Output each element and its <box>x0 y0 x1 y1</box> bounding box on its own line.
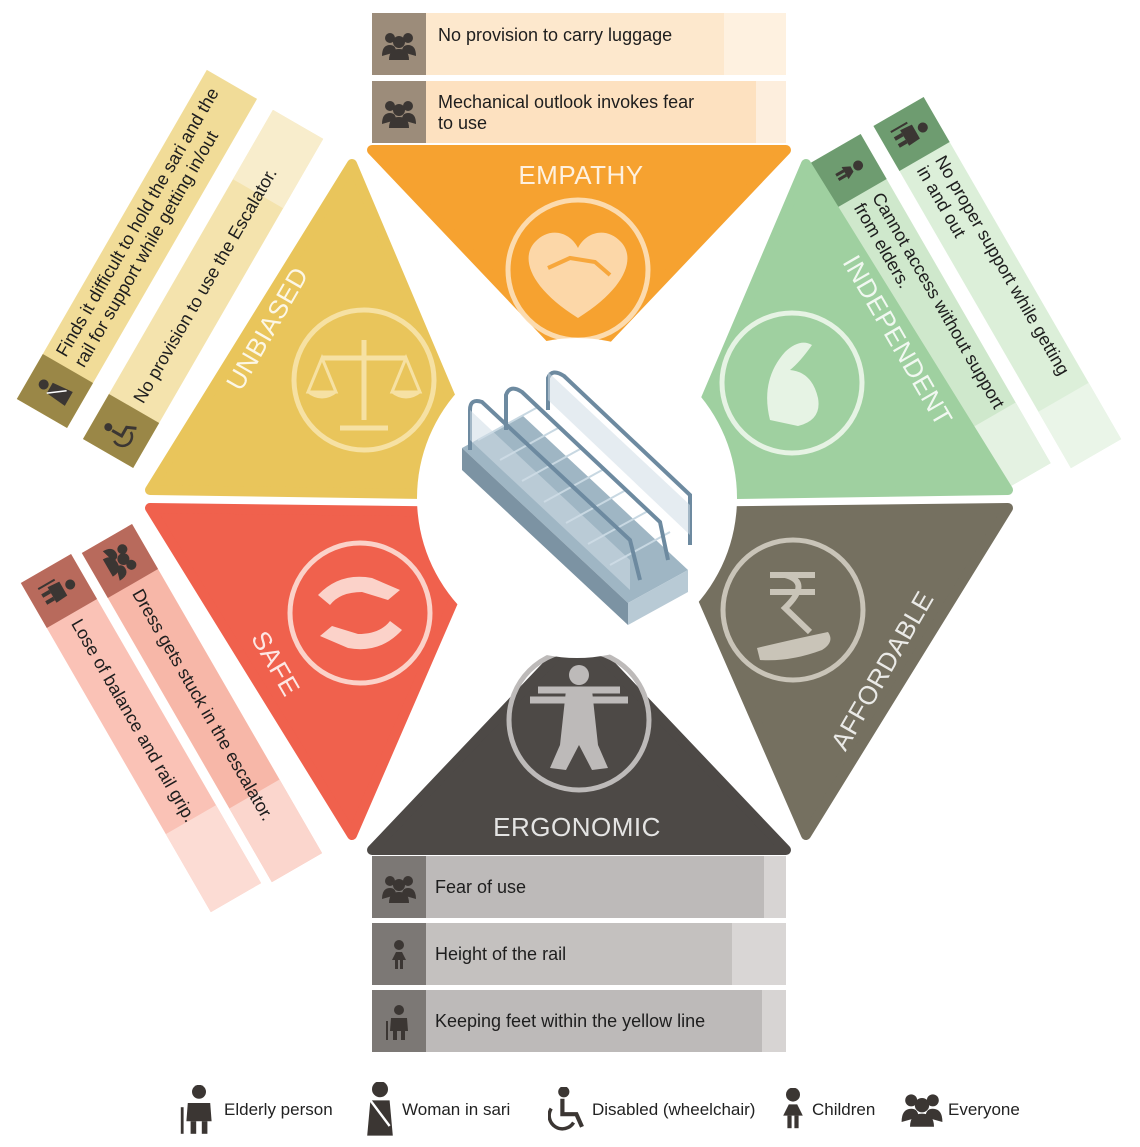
issue-text: to use <box>438 113 487 133</box>
ergonomic-issue-list: Fear of use Height of the rail Keeping f… <box>372 856 786 1052</box>
legend-label: Disabled (wheelchair) <box>592 1100 756 1119</box>
legend-item-children: Children <box>778 1080 875 1140</box>
empathy-issue-list: No provision to carry luggage Mechanical… <box>372 13 786 143</box>
legend-item-sari: Woman in sari <box>362 1080 510 1140</box>
design-principles-wheel: No provision to carry luggage Mechanical… <box>16 13 1122 1052</box>
issue-card: Mechanical outlook invokes fear to use <box>372 81 786 143</box>
legend-item-everyone: Everyone <box>900 1080 1020 1140</box>
issue-card: Keeping feet within the yellow line <box>372 990 786 1052</box>
flexed-arm-icon <box>719 310 865 456</box>
child-icon <box>783 1088 803 1129</box>
handshake-heart-icon <box>505 197 651 343</box>
issue-text: Fear of use <box>435 877 526 897</box>
empathy-title: EMPATHY <box>518 160 643 190</box>
escalator-icon <box>462 370 692 625</box>
woman-in-sari-icon <box>366 1082 394 1137</box>
unbiased-segment <box>145 159 497 500</box>
issue-card: No provision to carry luggage <box>372 13 786 75</box>
issue-text: Height of the rail <box>435 944 566 964</box>
elderly-person-icon <box>180 1085 214 1135</box>
legend-item-wheelchair: Disabled (wheelchair) <box>548 1080 755 1140</box>
legend-label: Everyone <box>948 1100 1020 1119</box>
issue-card: Height of the rail <box>372 923 786 985</box>
issue-text: Mechanical outlook invokes fear <box>438 92 694 112</box>
legend-label: Elderly person <box>224 1100 333 1119</box>
legend-label: Woman in sari <box>402 1100 511 1119</box>
balance-scale-icon <box>291 307 437 453</box>
legend-item-elderly: Elderly person <box>178 1080 333 1140</box>
rupee-hand-icon <box>720 537 866 683</box>
group-icon <box>901 1094 943 1127</box>
issue-text: Keeping feet within the yellow line <box>435 1011 705 1031</box>
issue-text: No provision to carry luggage <box>438 25 672 45</box>
ergonomic-title: ERGONOMIC <box>493 812 661 842</box>
protecting-hands-icon <box>287 540 433 686</box>
affordable-segment <box>660 503 1013 840</box>
legend-label: Children <box>812 1100 876 1119</box>
legend: Elderly person Woman in sari Disabled (w… <box>0 1080 1140 1140</box>
issue-card: Fear of use <box>372 856 786 918</box>
wheelchair-icon <box>548 1087 588 1133</box>
